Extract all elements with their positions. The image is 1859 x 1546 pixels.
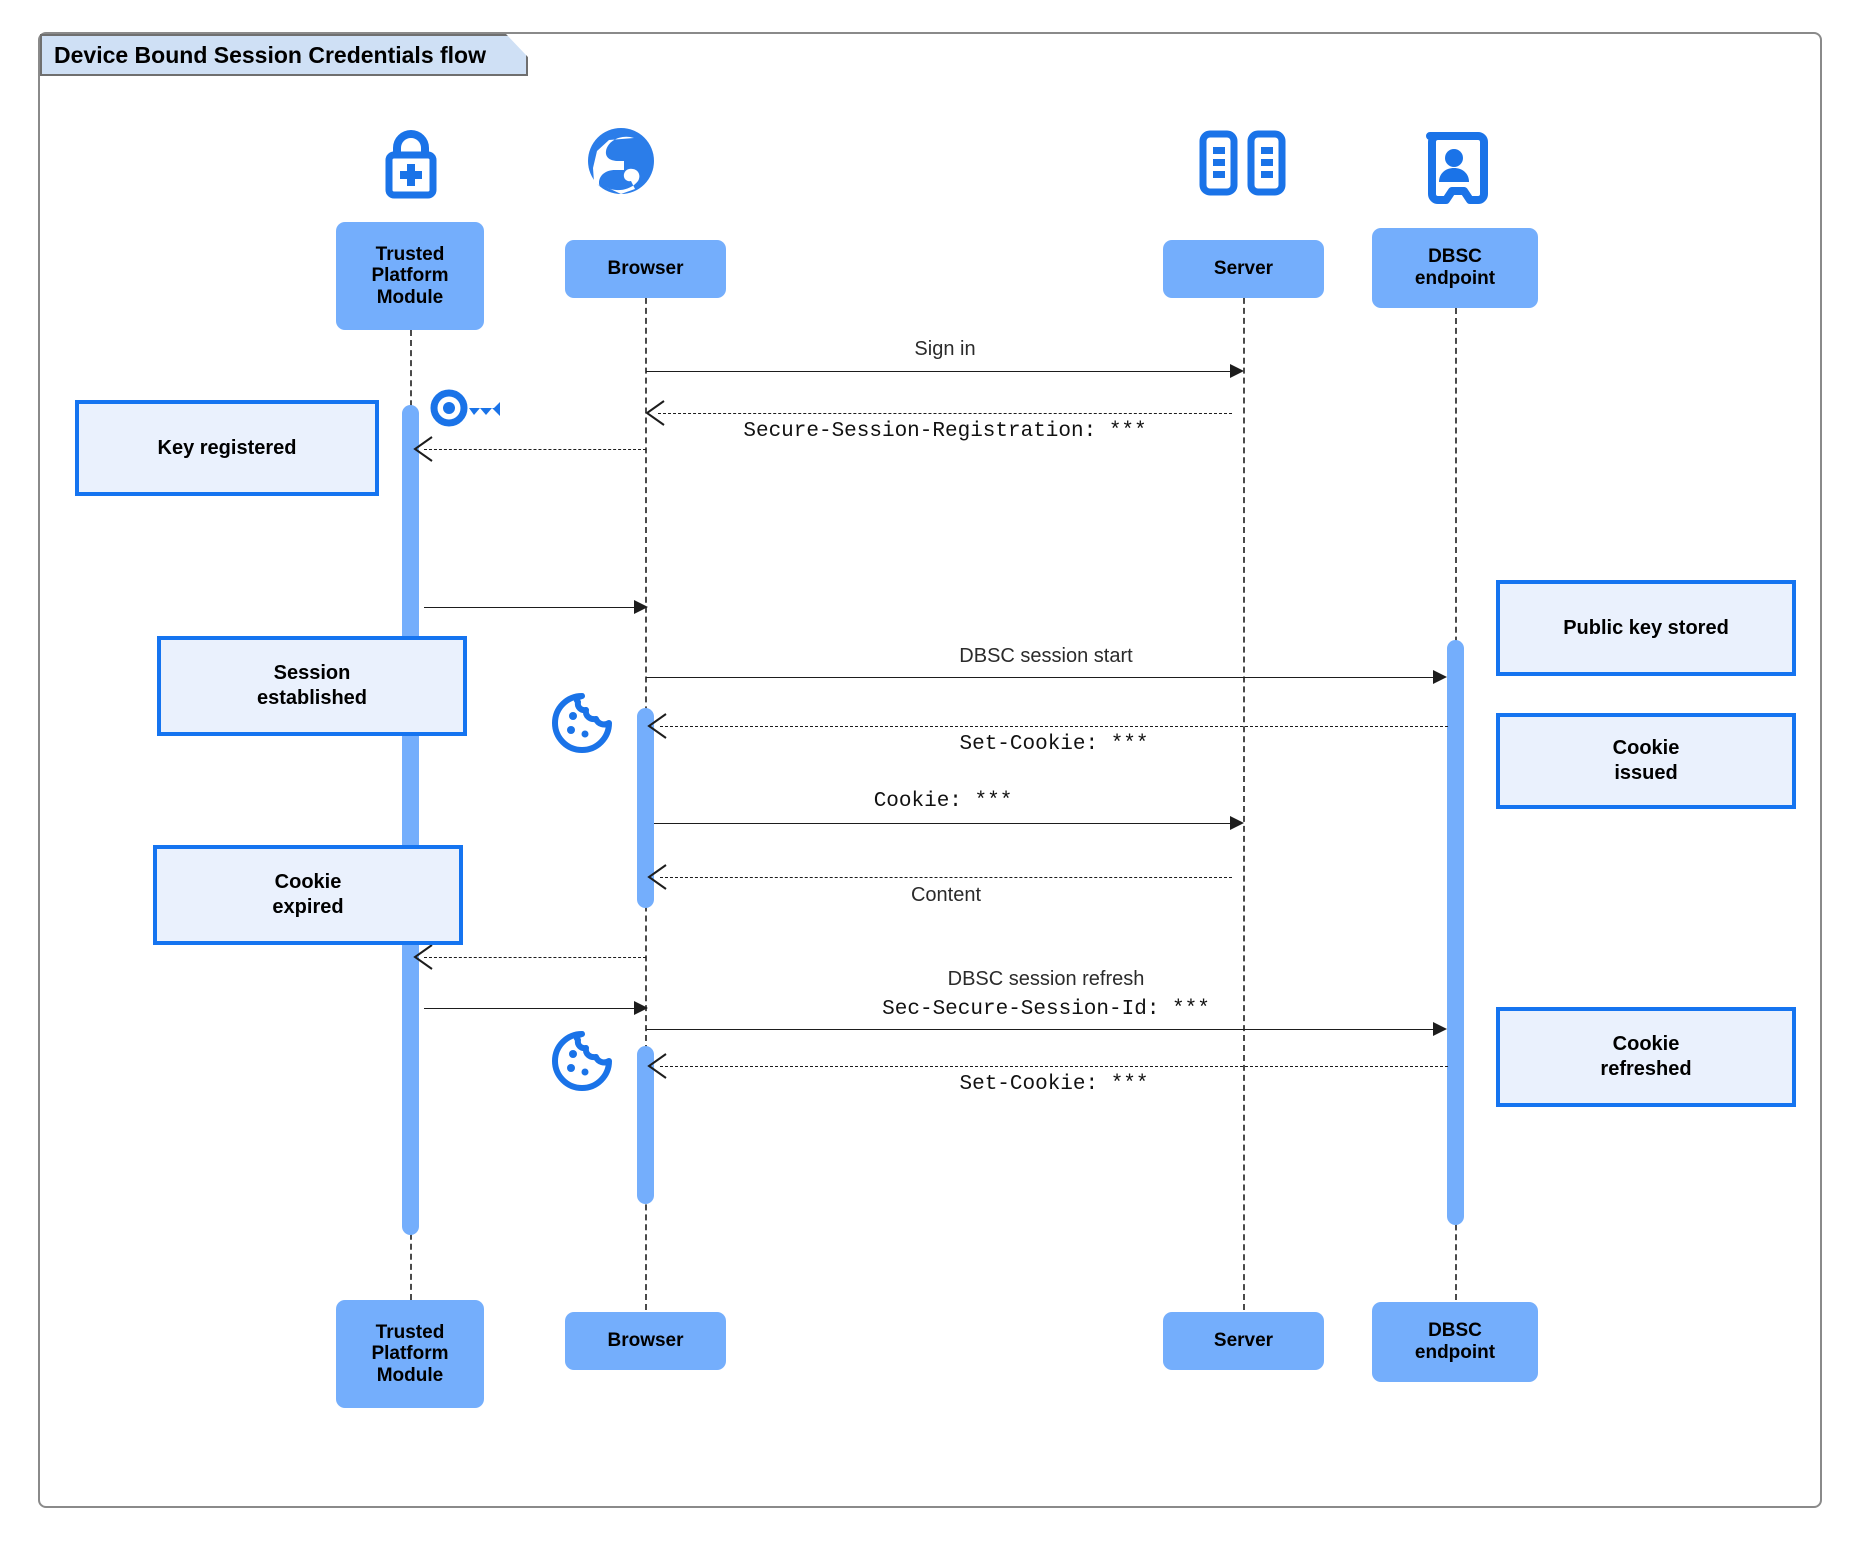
message-label-m1: Sign in [914,338,976,360]
note-text-line1: Cookie [1612,737,1680,759]
message-line-m6 [654,823,1232,824]
note-cookie-expired: Cookie expired [153,845,463,945]
message-label-m2: Secure-Session-Registration: *** [743,420,1147,443]
server-rack-icon [1199,130,1287,201]
diagram-title-tab: Device Bound Session Credentials flow [40,34,528,76]
participant-label-line3: Module [376,1364,444,1386]
participant-label-line2: endpoint [1414,1342,1496,1363]
message-label-m9: DBSC session refresh [947,968,1145,990]
participant-browser-top[interactable]: Browser [565,240,726,298]
message-label-m4: DBSC session start [959,645,1133,667]
note-text-line2: refreshed [1600,1058,1692,1080]
note-text: Public key stored [1563,616,1729,639]
participant-label-line2: Platform [371,1343,449,1365]
participant-label-line1: Trusted [375,243,445,265]
message-label-m6: Cookie: *** [873,790,1013,813]
note-text-line2: issued [1614,762,1678,784]
message-label-m7: Content [910,884,982,906]
participant-label: Browser [607,258,684,280]
globe-icon [584,124,658,203]
message-line-m2-forward [424,449,646,450]
note-key-registered: Key registered [75,400,379,496]
lifeline-server [1243,278,1245,1310]
message-label-m5: Set-Cookie: *** [959,733,1149,756]
cookie-icon [551,692,613,759]
note-text: Key registered [157,436,297,459]
participant-label-line1: DBSC [1428,246,1482,268]
participant-label-line1: DBSC [1428,1320,1482,1342]
participant-label-line2: endpoint [1414,268,1496,289]
message-line-m5 [660,726,1448,727]
activation-bar-browser-1 [637,708,654,908]
participant-server-bottom[interactable]: Server [1163,1312,1324,1370]
id-badge-icon [1420,130,1488,211]
message-arrowhead-m1 [1230,364,1244,378]
participant-server-top[interactable]: Server [1163,240,1324,298]
note-cookie-issued: Cookie issued [1496,713,1796,809]
message-arrowhead-m10 [1433,1022,1447,1036]
message-line-m11 [660,1066,1448,1067]
activation-bar-browser-2 [637,1046,654,1204]
message-line-m8 [424,957,646,958]
participant-label-line3: Module [376,286,444,308]
note-public-key-stored: Public key stored [1496,580,1796,676]
activation-bar-tpm [402,405,419,1235]
note-text-line1: Cookie [1612,1033,1680,1055]
page-title: Device Bound Session Credentials flow [54,41,486,68]
participant-label-line2: Platform [371,265,449,287]
message-line-m9 [424,1008,636,1009]
key-icon [428,385,500,436]
message-label-m11: Set-Cookie: *** [959,1073,1149,1096]
message-arrowhead-m6 [1230,816,1244,830]
note-text-line1: Cookie [274,871,342,893]
participant-tpm-bottom[interactable]: Trusted Platform Module [336,1300,484,1408]
cookie-icon [551,1030,613,1097]
message-arrowhead-m3 [634,600,648,614]
participant-label-line1: Trusted [375,1321,445,1343]
participant-browser-bottom[interactable]: Browser [565,1312,726,1370]
activation-bar-dbsc [1447,640,1464,1225]
message-arrowhead-m4 [1433,670,1447,684]
message-line-m2 [658,413,1232,414]
note-text-line2: expired [272,896,344,918]
message-line-m3 [424,607,636,608]
note-text-line1: Session [273,662,351,684]
message-line-m4 [646,677,1435,678]
message-arrowhead-m9 [634,1001,648,1015]
note-text-line2: established [256,687,368,709]
participant-label: Server [1213,258,1274,280]
participant-dbsc-top[interactable]: DBSC endpoint [1372,228,1538,308]
message-line-m10 [646,1029,1435,1030]
message-line-m7 [660,877,1232,878]
note-cookie-refreshed: Cookie refreshed [1496,1007,1796,1107]
participant-tpm-top[interactable]: Trusted Platform Module [336,222,484,330]
participant-dbsc-bottom[interactable]: DBSC endpoint [1372,1302,1538,1382]
note-session-established: Session established [157,636,467,736]
message-label-m10: Sec-Secure-Session-Id: *** [882,998,1210,1021]
message-line-m1 [646,371,1232,372]
participant-label: Server [1213,1330,1274,1352]
lock-plus-icon [371,126,451,205]
participant-label: Browser [607,1330,684,1352]
